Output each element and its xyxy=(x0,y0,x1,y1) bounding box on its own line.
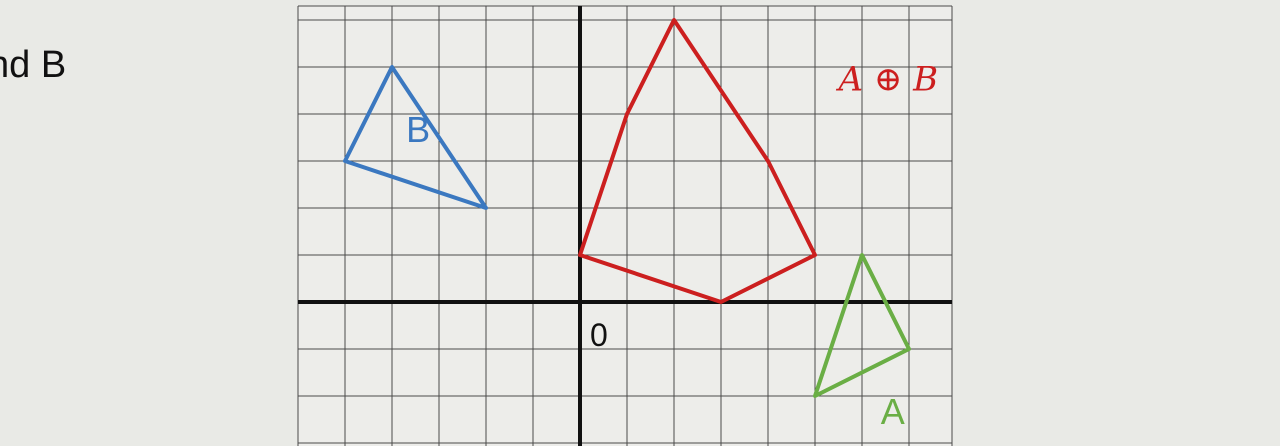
shape-a-polygon xyxy=(813,253,911,398)
shape-a-plus-b-label: A ⊕ B xyxy=(836,60,939,100)
origin-label: 0 xyxy=(590,317,608,353)
shape-b-label: B xyxy=(406,109,430,150)
slide-side-text: nd B xyxy=(0,44,67,86)
grid-background xyxy=(298,6,952,446)
shape-a-label: A xyxy=(881,391,905,432)
shape-a-plus-b-polygon xyxy=(578,18,817,304)
shape-b-polygon xyxy=(343,65,488,210)
